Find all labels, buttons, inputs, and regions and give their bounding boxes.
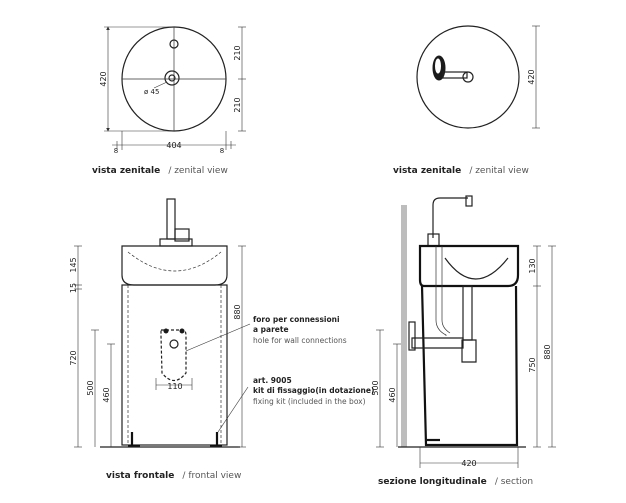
dim-130: 130 (528, 258, 537, 273)
note-kit-it: kit di fissaggio(in dotazione) (253, 386, 374, 395)
water-pipe (435, 246, 447, 336)
tap-spout (442, 71, 468, 79)
zenital-view-right: 420 (416, 25, 540, 129)
basin-section (418, 244, 520, 288)
dim-15: 15 (69, 283, 78, 293)
water-pipe-2 (441, 246, 451, 334)
fixing-kit-left (128, 432, 140, 448)
drain-inner (168, 74, 176, 82)
dim-460: 460 (388, 387, 397, 402)
wall (401, 205, 407, 447)
dim-width-404: 404 (166, 141, 181, 150)
frontal-view: 110 145 15 720 500 460 880 (69, 198, 251, 448)
dim-880: 880 (233, 304, 242, 319)
dim-width-420: 420 (461, 459, 476, 468)
dim-height-420: 420 (99, 71, 108, 86)
caption-zenital-right: vista zenitale / zenital view (393, 158, 529, 177)
tap-aerator (465, 195, 473, 207)
note-hole-it-2: a parete (253, 325, 289, 334)
tap-handle (174, 228, 190, 242)
dim-right-8: 8 (220, 147, 224, 155)
dim-500: 500 (371, 380, 380, 395)
waste-outlet (411, 337, 464, 349)
caption-zenital-left: vista zenitale / zenital view (92, 158, 228, 177)
dim-145: 145 (69, 257, 78, 272)
dim-750: 750 (528, 357, 537, 372)
siphon (461, 339, 477, 363)
dim-hole-diameter: ø 45 (144, 88, 159, 96)
note-kit-code: art. 9005 (253, 376, 292, 385)
dim-height-420: 420 (527, 69, 536, 84)
section-view: 500 460 130 750 880 420 (371, 195, 556, 468)
wall-fitting (408, 321, 416, 351)
dim-500: 500 (86, 380, 95, 395)
tap-spout (432, 197, 468, 238)
fixing-kit-right (210, 432, 222, 448)
caption-section: sezione longitudinale / section (378, 469, 533, 488)
dim-upper-210: 210 (233, 45, 242, 60)
basin-front (121, 245, 228, 286)
tap-body (166, 198, 176, 240)
dim-110: 110 (167, 382, 182, 391)
dim-880: 880 (543, 344, 552, 359)
wall-connection-hole (160, 329, 187, 382)
drain-outer (164, 70, 180, 86)
drain (462, 71, 474, 83)
pedestal-front (121, 284, 228, 446)
zenital-view-left: ø 45 420 210 210 404 8 8 (99, 26, 246, 155)
caption-frontal: vista frontale / frontal view (106, 463, 241, 482)
pedestal-section (420, 285, 519, 447)
basin-outline (416, 25, 520, 129)
note-hole-it-1: foro per connessioni (253, 315, 340, 324)
dim-460: 460 (102, 387, 111, 402)
dim-left-8: 8 (114, 147, 118, 155)
note-kit-en: fixing kit (included in the box) (253, 397, 366, 406)
drain-pipe (462, 285, 473, 341)
note-hole-en: hole for wall connections (253, 336, 347, 345)
dim-lower-210: 210 (233, 97, 242, 112)
basin-bowl (444, 257, 509, 280)
tap-base (159, 238, 193, 247)
connection-point (169, 339, 179, 349)
dim-720: 720 (69, 350, 78, 365)
